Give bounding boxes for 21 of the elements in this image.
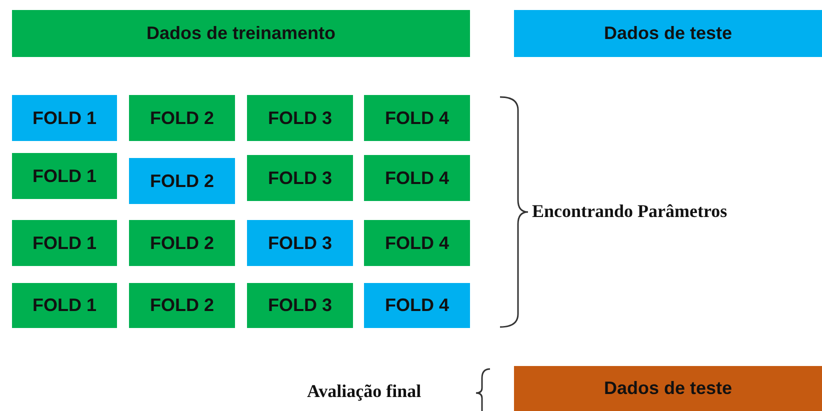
data-block: FOLD 1 (12, 283, 117, 328)
data-block: Dados de teste (514, 10, 822, 57)
data-block: Dados de teste (514, 366, 822, 411)
bracket-label: Avaliação final (307, 381, 422, 402)
data-block: FOLD 2 (129, 95, 235, 141)
data-block: FOLD 3 (247, 220, 353, 266)
data-block: FOLD 2 (129, 220, 235, 266)
data-block: FOLD 4 (364, 220, 470, 266)
data-block: FOLD 2 (129, 158, 235, 204)
data-block: FOLD 1 (12, 220, 117, 266)
data-block: FOLD 4 (364, 283, 470, 328)
data-block: FOLD 3 (247, 283, 353, 328)
data-block: FOLD 4 (364, 155, 470, 201)
data-block: FOLD 3 (247, 155, 353, 201)
data-block: FOLD 2 (129, 283, 235, 328)
data-block: FOLD 4 (364, 95, 470, 141)
bracket-label: Encontrando Parâmetros (532, 201, 728, 222)
data-block: FOLD 1 (12, 153, 117, 199)
data-block: FOLD 1 (12, 95, 117, 141)
data-block: FOLD 3 (247, 95, 353, 141)
data-block: Dados de treinamento (12, 10, 470, 57)
